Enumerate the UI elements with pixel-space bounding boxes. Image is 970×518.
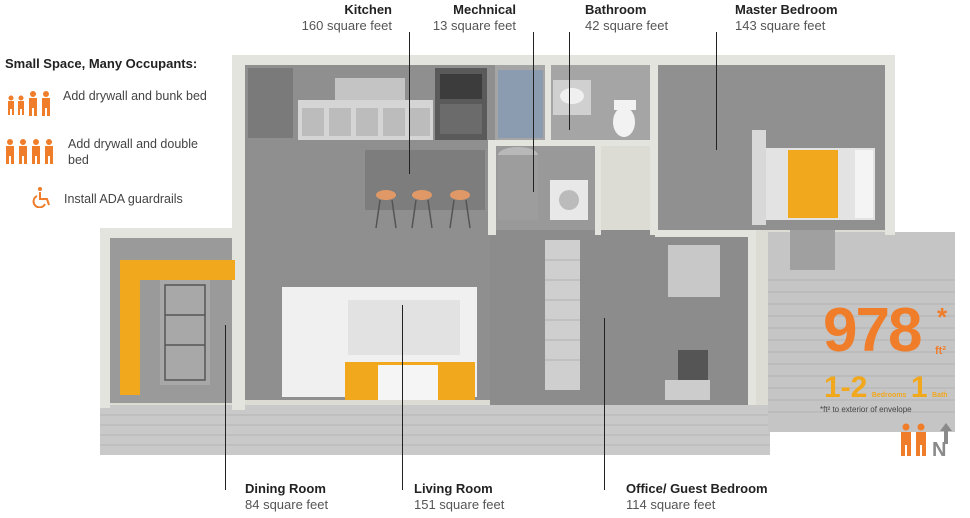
dining-room-label: Dining Room 84 square feet (245, 481, 328, 513)
bedrooms-value: 1-2 (824, 371, 868, 404)
bedrooms-bath: 1-2 Bedrooms 1 Bath (824, 373, 948, 407)
dining-room-leader (225, 325, 226, 490)
bath-label: Bath (932, 392, 948, 399)
master-bedroom-leader (716, 32, 717, 150)
bedrooms-label: Bedrooms (871, 392, 907, 399)
kitchen-leader (409, 32, 410, 174)
office-area: 114 square feet (626, 497, 716, 512)
living-room-leader (402, 305, 403, 490)
kitchen-name: Kitchen (344, 2, 392, 17)
mechanical-label: Mechnical 13 square feet (433, 2, 516, 34)
footnote: *ft² to exterior of envelope (820, 405, 912, 414)
office-name: Office/ Guest Bedroom (626, 481, 768, 496)
living-room-name: Living Room (414, 481, 493, 496)
office-shelf (668, 245, 720, 297)
legend-text-ada: Install ADA guardrails (64, 192, 183, 206)
kitchen-sink (335, 78, 405, 100)
bath-value: 1 (910, 371, 928, 404)
living-room-area: 151 square feet (414, 497, 505, 512)
office-chair (678, 350, 708, 385)
office-label: Office/ Guest Bedroom 114 square feet (626, 481, 768, 513)
mechanical-area: 13 square feet (432, 18, 516, 33)
mechanical-name: Mechnical (453, 2, 516, 17)
north-arrow-icon (940, 423, 952, 444)
kitchen-island (365, 150, 485, 210)
porch (790, 230, 835, 270)
wheelchair-icon (32, 187, 50, 208)
bunk-bed-family-icon (8, 91, 50, 116)
kitchen-area: 160 square feet (301, 18, 392, 33)
bathroom-area: 42 square feet (585, 18, 669, 33)
master-bedroom-area: 143 square feet (735, 18, 826, 33)
master-bedroom-name: Master Bedroom (735, 2, 838, 17)
stairs (545, 240, 580, 390)
office-leader (604, 318, 605, 490)
total-asterisk: * (937, 302, 948, 332)
master-bedroom-label: Master Bedroom 143 square feet (735, 2, 838, 34)
fridge (248, 68, 293, 138)
bathroom-label: Bathroom 42 square feet (585, 2, 668, 34)
living-room-label: Living Room 151 square feet (414, 481, 504, 513)
occupants-icon (901, 423, 926, 456)
mechanical-leader (533, 32, 534, 192)
dining-room-area: 84 square feet (245, 497, 329, 512)
dining-bunk (120, 260, 235, 395)
double-bed-family-icon (6, 139, 53, 164)
legend: Small Space, Many Occupants: Add drywall… (5, 56, 225, 208)
toilet (613, 107, 635, 137)
siding-bottom (100, 405, 770, 455)
legend-title: Small Space, Many Occupants: (5, 56, 198, 71)
bathroom-name: Bathroom (585, 2, 647, 17)
total-area: 978 (823, 300, 922, 362)
bathroom-leader (569, 32, 570, 130)
shower (498, 70, 543, 138)
north-label: N (932, 439, 947, 461)
kitchen-label: Kitchen 160 square feet (302, 2, 392, 34)
total-unit: ft² (935, 345, 946, 357)
total-area-value: 978 (823, 296, 922, 365)
legend-text-double: Add drywall and double bed (68, 137, 198, 167)
water-heater (498, 155, 538, 220)
dining-room-name: Dining Room (245, 481, 326, 496)
legend-text-bunk: Add drywall and bunk bed (63, 89, 207, 103)
